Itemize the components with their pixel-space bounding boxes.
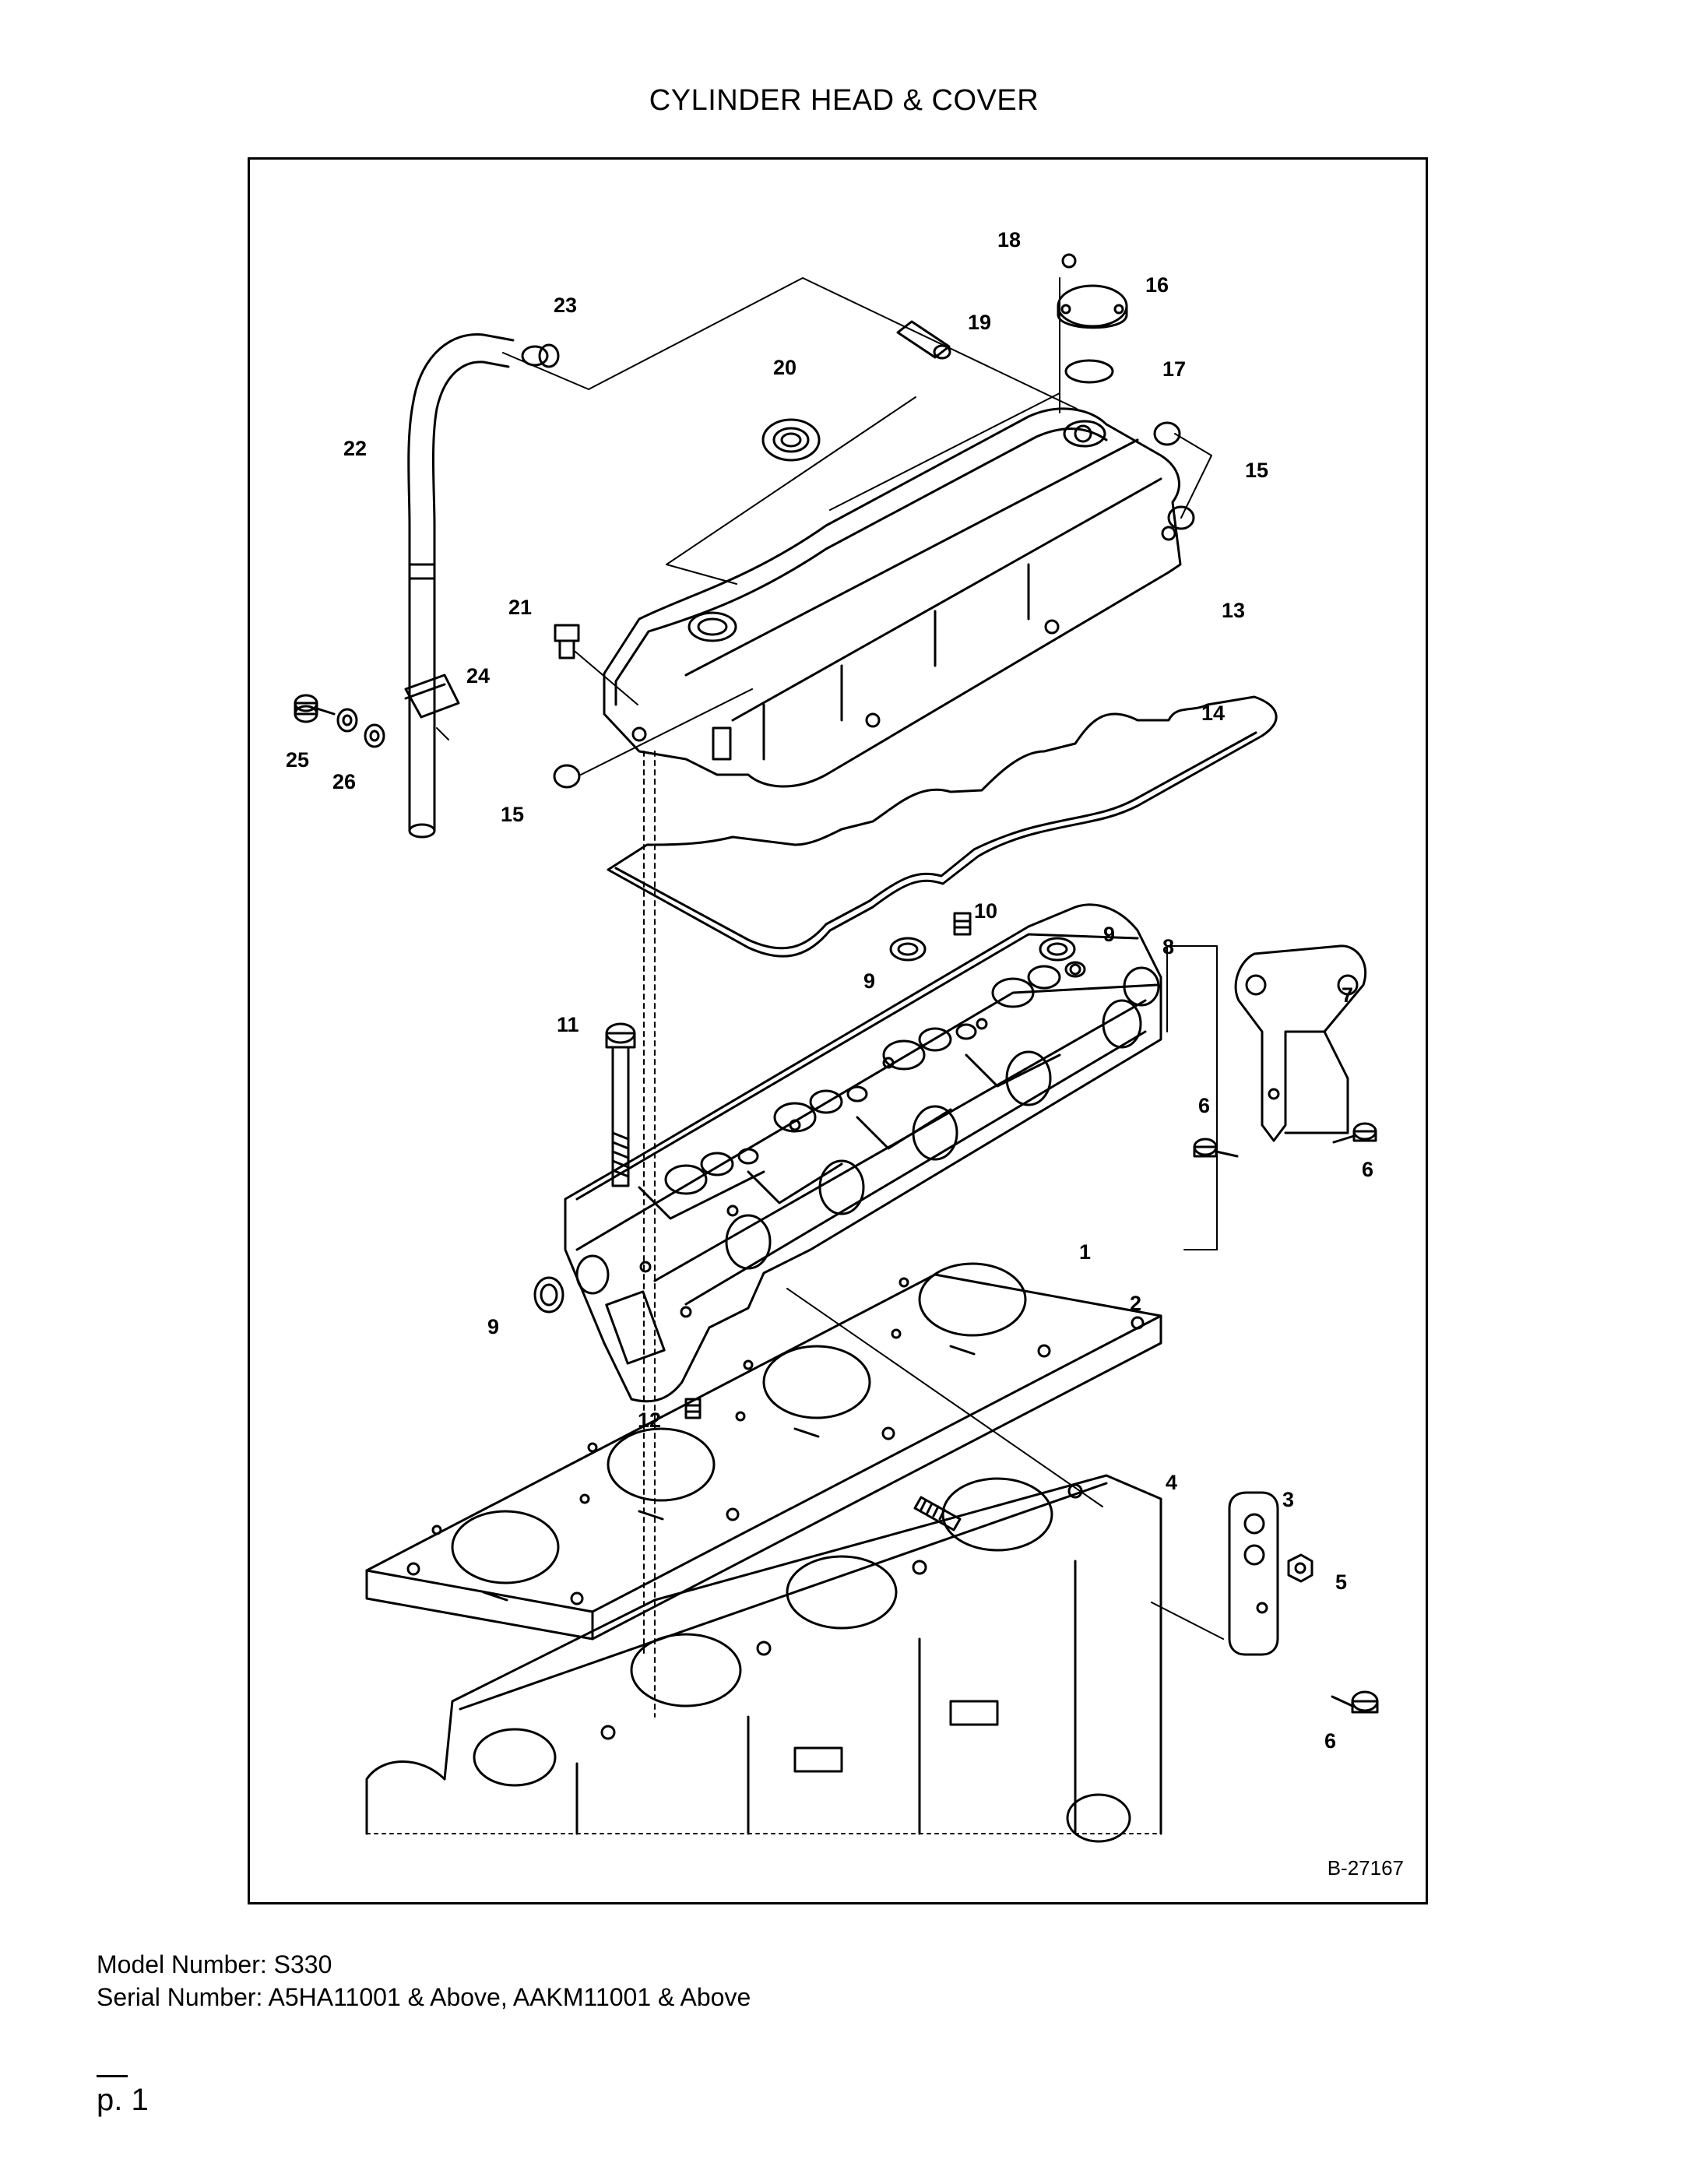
callout-c3: 3: [1282, 1488, 1294, 1511]
model-number: Model Number: S330: [97, 1950, 332, 1978]
cover-gasket-14: [607, 695, 1278, 958]
o-ring-17: [1064, 359, 1114, 384]
callout-c17: 17: [1162, 357, 1186, 381]
bolt-6-right: [1332, 1122, 1377, 1144]
callout-c5: 5: [1335, 1570, 1347, 1594]
nut-5: [1287, 1553, 1313, 1583]
alignment-lines: [643, 751, 656, 1718]
callout-labels: 1234566678999101112131415151617181920212…: [286, 228, 1373, 1753]
callout-c23: 23: [554, 294, 577, 317]
screw-18: [1061, 253, 1077, 269]
filler-cap-16: [1057, 284, 1128, 329]
oil-seal-20: [761, 418, 821, 462]
exploded-parts-diagram: 1234566678999101112131415151617181920212…: [286, 228, 1379, 1843]
bolt-25: [294, 694, 336, 723]
seal-9-top-right: [1039, 937, 1076, 962]
callout-c26: 26: [332, 770, 356, 793]
bracket-7: [1234, 944, 1367, 1142]
page-divider: [97, 2075, 128, 2077]
cylinder-block: [365, 1474, 1162, 1843]
head-gasket-2: [365, 1262, 1162, 1641]
callout-c19: 19: [968, 311, 991, 334]
callout-c9a: 9: [487, 1315, 499, 1338]
bolt-6-lower: [1331, 1690, 1379, 1714]
callout-c11: 11: [557, 1013, 579, 1036]
plug-10: [953, 912, 972, 936]
plate-3: [1228, 1491, 1279, 1656]
callout-c22: 22: [343, 437, 367, 460]
callout-c15b: 15: [501, 803, 524, 826]
pipe-19: [896, 320, 951, 360]
callout-c1: 1: [1079, 1240, 1091, 1264]
callout-c15a: 15: [1245, 459, 1268, 482]
callout-c6a: 6: [1198, 1094, 1210, 1117]
page-number: p. 1: [97, 2083, 149, 2117]
bolt-6-left: [1193, 1138, 1239, 1158]
callout-c25: 25: [286, 748, 309, 772]
callout-c8: 8: [1162, 935, 1174, 958]
callout-c6c: 6: [1324, 1729, 1336, 1753]
callout-c12: 12: [638, 1409, 661, 1432]
callout-c9b: 9: [863, 969, 875, 993]
cylinder-head-cover-13: [603, 407, 1182, 788]
expansion-plug-8: [1123, 966, 1160, 1007]
callout-c18: 18: [997, 228, 1021, 251]
drawing-number: B-27167: [1327, 1856, 1404, 1880]
callout-c14: 14: [1201, 702, 1225, 725]
callout-c10: 10: [974, 899, 997, 923]
callout-c20: 20: [773, 356, 797, 379]
breather-hose: [407, 332, 515, 839]
collar-15-bottom: [553, 764, 581, 789]
seal-9-left: [533, 1276, 564, 1314]
callout-c9c: 9: [1103, 923, 1115, 946]
callout-c16: 16: [1145, 273, 1169, 297]
hose-clamp-23: [521, 343, 560, 368]
seal-9-top-left: [889, 937, 927, 962]
callout-c13: 13: [1222, 599, 1245, 622]
callout-c7: 7: [1342, 983, 1353, 1007]
stud-4: [913, 1496, 962, 1532]
serial-number: Serial Number: A5HA11001 & Above, AAKM11…: [97, 1983, 751, 2011]
callout-c6b: 6: [1362, 1158, 1373, 1181]
washer-26: [336, 708, 385, 748]
leader-lines: [436, 277, 1224, 1640]
page-title: CYLINDER HEAD & COVER: [649, 84, 1039, 117]
callout-c4: 4: [1166, 1471, 1177, 1494]
callout-c24: 24: [466, 664, 490, 688]
collar-15-top: [1153, 421, 1195, 530]
callout-c21: 21: [508, 596, 532, 619]
callout-c2: 2: [1130, 1292, 1141, 1315]
head-bolt-11: [605, 1022, 636, 1187]
hose-clip-24: [404, 673, 460, 719]
cylinder-head-1: [564, 903, 1162, 1403]
plug-21: [554, 624, 580, 659]
